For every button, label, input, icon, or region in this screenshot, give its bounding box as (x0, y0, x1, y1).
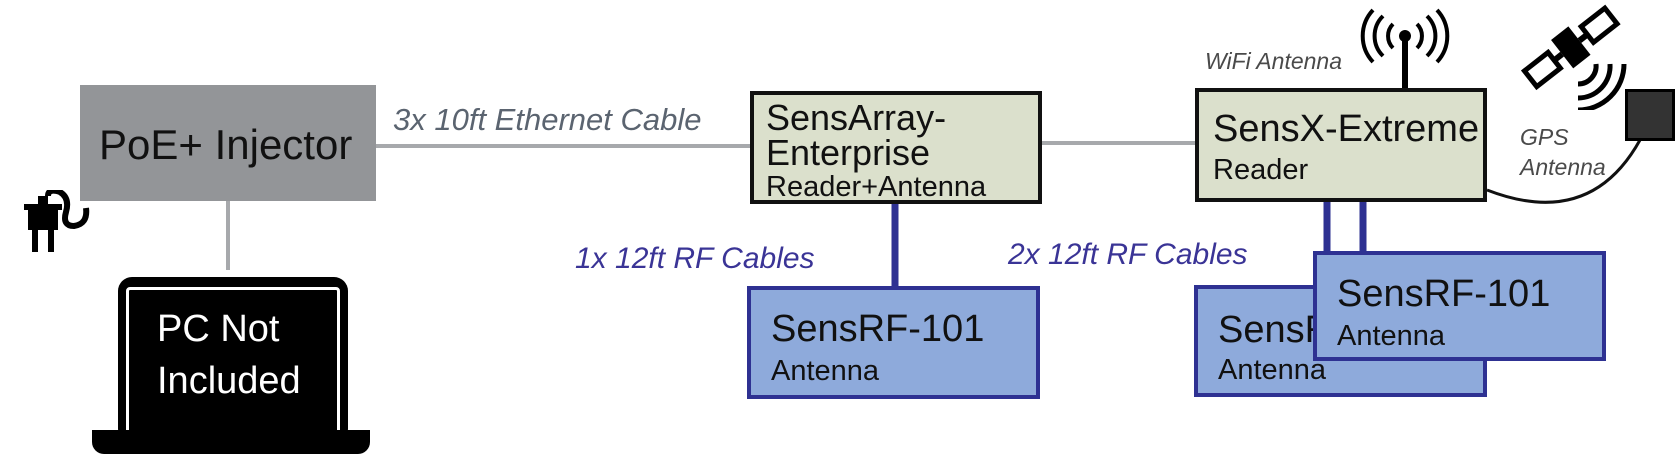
pc-label-line2: Included (157, 360, 301, 402)
wifi-antenna-icon (1360, 8, 1450, 88)
satellite-icon (1520, 4, 1627, 110)
gps-caption-line1: GPS (1520, 124, 1569, 150)
poe-injector-label: PoE+ Injector (99, 121, 353, 168)
wifi-antenna-caption: WiFi Antenna (1205, 48, 1343, 74)
poe-injector: PoE+ Injector (80, 85, 376, 201)
antenna3-model: SensRF-101 (1337, 273, 1551, 315)
reader1-line2: Enterprise (766, 132, 931, 173)
gps-caption-line2: Antenna (1520, 154, 1606, 180)
antenna1-type: Antenna (771, 355, 880, 387)
rf-cable-caption-double: 2x 12ft RF Cables (1008, 238, 1248, 271)
sensx-extreme-reader: SensX-Extreme Reader (1195, 88, 1487, 202)
power-plug-icon (24, 190, 90, 252)
rf-cable-caption-single: 1x 12ft RF Cables (575, 242, 815, 275)
gps-cable (1486, 139, 1642, 204)
pc-label-line1: PC Not (157, 308, 280, 350)
antenna3-type: Antenna (1337, 320, 1446, 352)
ethernet-cable-caption: 3x 10ft Ethernet Cable (393, 102, 702, 137)
sensarray-enterprise-reader: SensArray- Enterprise Reader+Antenna (750, 91, 1042, 204)
gps-antenna-icon (1625, 89, 1675, 141)
reader1-line1: SensArray- (766, 97, 947, 138)
antenna1-model: SensRF-101 (771, 308, 985, 350)
antenna2-type: Antenna (1218, 354, 1327, 386)
reader1-line3: Reader+Antenna (766, 171, 987, 203)
reader2-line2: Reader (1213, 154, 1309, 186)
sensrf-antenna-1: SensRF-101 Antenna (747, 286, 1040, 399)
reader2-line1: SensX-Extreme (1213, 108, 1480, 150)
sensrf-antenna-3: SensRF-101 Antenna (1313, 251, 1606, 361)
